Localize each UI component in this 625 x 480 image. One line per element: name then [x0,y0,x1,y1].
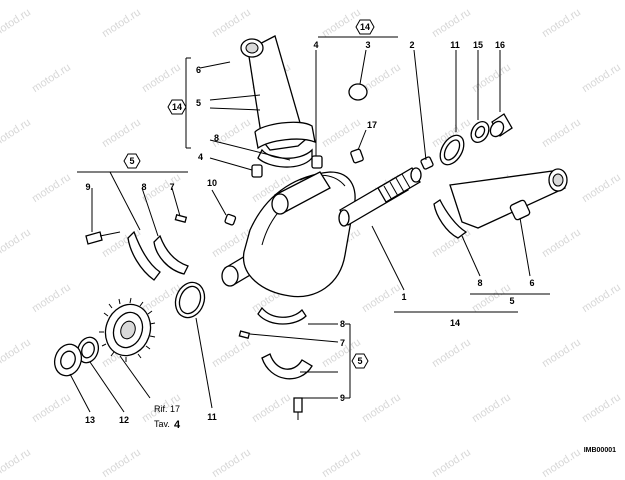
label-dowel-top-b: 4 [198,152,203,162]
label-pin-left: 7 [169,182,174,192]
label-group-top-left: 5 [196,98,201,108]
leader-lines [69,36,550,413]
label-group-right: 5 [509,296,514,306]
label-plug-3: 3 [365,40,370,50]
left-halfcap-group [85,213,237,281]
label-bush-top: 6 [196,65,201,75]
label-ring-16: 16 [495,40,505,50]
label-dowel-top-a: 4 [313,40,318,50]
label-group-bottom: 5 [357,356,362,366]
label-pin-bottom: 7 [340,338,345,348]
label-key-10: 10 [207,178,217,188]
timing-gear [99,297,156,362]
badge-14-top [355,19,375,35]
label-crankshaft: 1 [401,292,406,302]
badge-5-bottom [351,353,369,369]
label-halfcap-bottom: 8 [340,319,345,329]
label-halfcap-right: 8 [477,278,482,288]
crankshaft-part [221,167,422,298]
label-plug-17: 17 [367,120,377,130]
label-plug-2: 2 [409,40,414,50]
label-ring-15: 15 [473,40,483,50]
plug-2 [420,156,434,170]
label-ring-12: 12 [119,415,129,425]
plug-3 [348,83,368,101]
label-screw-bottom: 9 [340,393,345,403]
plug-17 [350,148,364,164]
crankshaft-diagram-svg: 14 14 5 5 4 3 2 11 15 16 17 6 5 8 4 9 8 … [53,19,616,454]
ref-note-line2: Tav. [154,419,170,429]
label-group-left: 5 [129,156,134,166]
ref-note-tav-num: 4 [174,419,181,431]
badge-5-left [123,153,141,169]
connecting-rod-top [240,35,316,168]
dowel-top-a [311,155,323,169]
badge-14-left [167,99,187,115]
drawing-code: IMB00001 [584,447,616,454]
label-assembly-bottom: 14 [450,318,460,328]
label-halfcap-left: 8 [141,182,146,192]
label-assembly-left: 14 [172,102,182,112]
label-shim-11-bottom: 11 [207,412,217,422]
label-bush-right: 6 [529,278,534,288]
label-halfcap-top: 8 [214,133,219,143]
connecting-rod-right [433,168,568,239]
label-ring-13: 13 [85,415,95,425]
label-shim-11-right: 11 [450,40,460,50]
label-assembly-top: 14 [360,22,370,32]
label-screw-left: 9 [85,182,90,192]
dowel-top-b [251,164,263,178]
bottom-halfcap-group [238,306,313,420]
ref-note-line1: Rif. 17 [154,404,180,414]
